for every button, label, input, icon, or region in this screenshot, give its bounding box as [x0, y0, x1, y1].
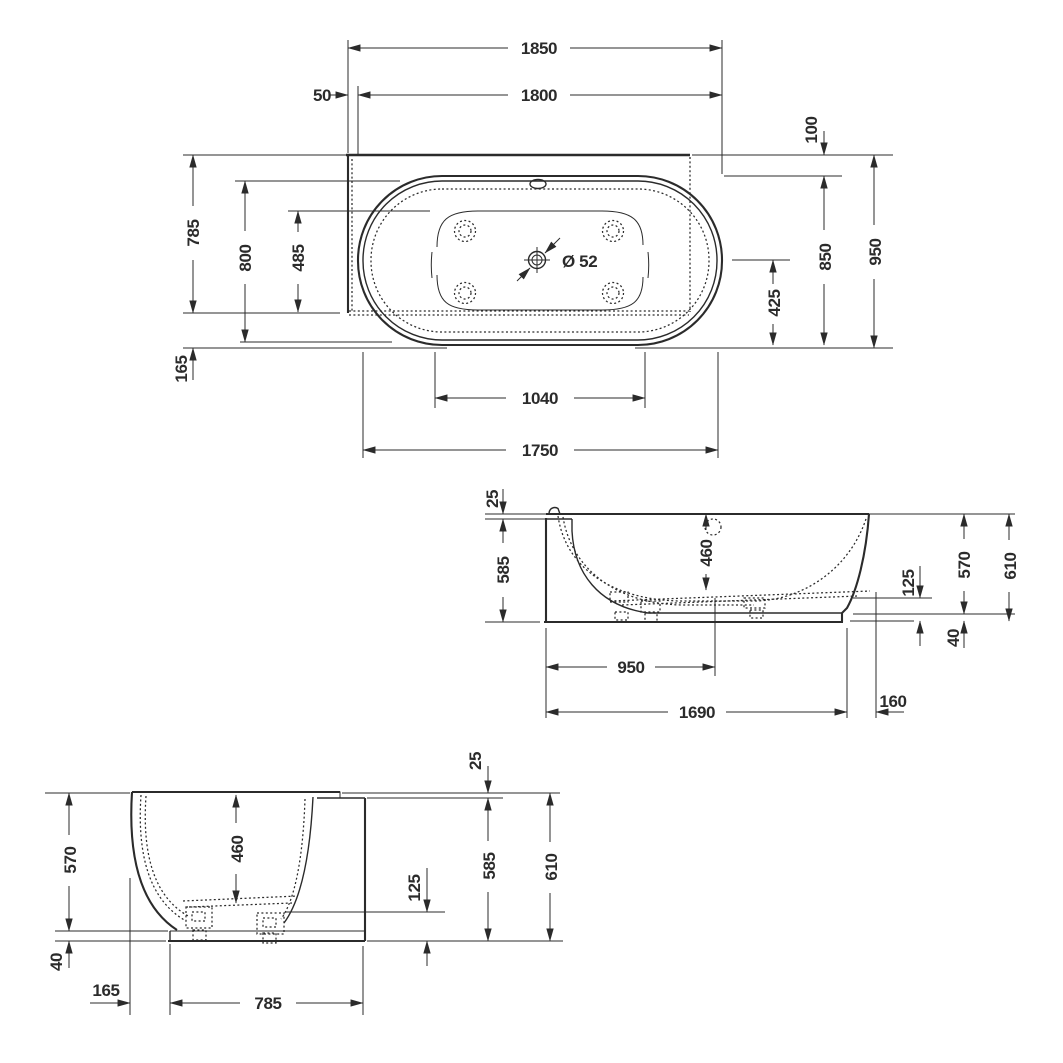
dim-end-base-width: 785	[254, 994, 281, 1013]
dim-end-floor-clearance: 125	[405, 874, 424, 901]
dim-plan-tub-width: 850	[816, 243, 835, 270]
dim-end-apron-height: 585	[480, 852, 499, 879]
dim-end-body-height: 570	[61, 846, 80, 873]
dim-plan-inner-length: 1750	[522, 441, 558, 460]
dim-plan-drain-diameter: Ø 52	[562, 252, 597, 271]
plan-jet-icons	[453, 219, 625, 305]
end-extension-lines	[45, 792, 563, 1015]
dim-side-plinth-height: 40	[944, 629, 963, 647]
dim-plan-front-overhang: 165	[172, 355, 191, 382]
plan-wall-panel	[346, 153, 691, 316]
dim-plan-back-gap: 100	[802, 116, 821, 143]
end-view: 570 40 460 25 585 610 125 165 785	[45, 752, 563, 1015]
dim-end-rim-lip: 25	[466, 752, 485, 770]
dim-plan-tub-length: 1800	[521, 86, 557, 105]
dim-end-side-clearance: 165	[92, 981, 119, 1000]
dim-side-floor-clearance: 125	[899, 569, 918, 596]
dim-side-rim-lip: 25	[483, 490, 502, 508]
side-view: 25 585 460 125 570 610 40 950 1690	[483, 489, 1020, 722]
dim-plan-inner-width: 800	[236, 244, 255, 271]
end-tub-outline	[130, 790, 367, 943]
dim-plan-back-ledge: 50	[313, 86, 331, 105]
dim-plan-drain-to-front: 425	[765, 289, 784, 316]
end-feet-icons	[185, 906, 285, 944]
end-dimensions: 570 40 460 25 585 610 125 165 785	[47, 752, 561, 1013]
dim-side-body-height: 570	[955, 551, 974, 578]
side-overflow-icon	[704, 518, 722, 536]
dim-plan-overall-depth: 950	[866, 238, 885, 265]
dim-side-end-clearance: 160	[879, 692, 906, 711]
plan-overflow-icon	[529, 178, 547, 190]
plan-dimensions: 1850 1800 50 785 800 485 165 100 850	[172, 39, 885, 460]
side-tub-outline	[485, 506, 1015, 624]
dim-plan-overall-length: 1850	[521, 39, 557, 58]
dim-end-inner-depth: 460	[228, 835, 247, 862]
plan-drain-icon	[516, 237, 561, 282]
dim-plan-panel-depth: 785	[184, 219, 203, 246]
dim-side-drain-position: 950	[617, 658, 644, 677]
side-dimensions: 25 585 460 125 570 610 40 950 1690	[483, 489, 1020, 722]
side-rim-lip	[548, 506, 561, 515]
dim-side-apron-height: 585	[494, 556, 513, 583]
dim-side-inner-depth: 460	[697, 539, 716, 566]
side-extension-lines	[485, 518, 1015, 718]
side-feet-icons	[609, 591, 766, 623]
dim-plan-basin-to-front: 485	[289, 244, 308, 271]
dim-end-overall-height: 610	[542, 853, 561, 880]
dim-side-overall-height: 610	[1001, 552, 1020, 579]
plan-view: Ø 52 1850 180	[172, 39, 893, 460]
dim-end-plinth-height: 40	[47, 953, 66, 971]
plan-basin-outline	[430, 210, 650, 311]
dim-plan-floor-length: 1040	[522, 389, 558, 408]
dim-side-base-length: 1690	[679, 703, 715, 722]
